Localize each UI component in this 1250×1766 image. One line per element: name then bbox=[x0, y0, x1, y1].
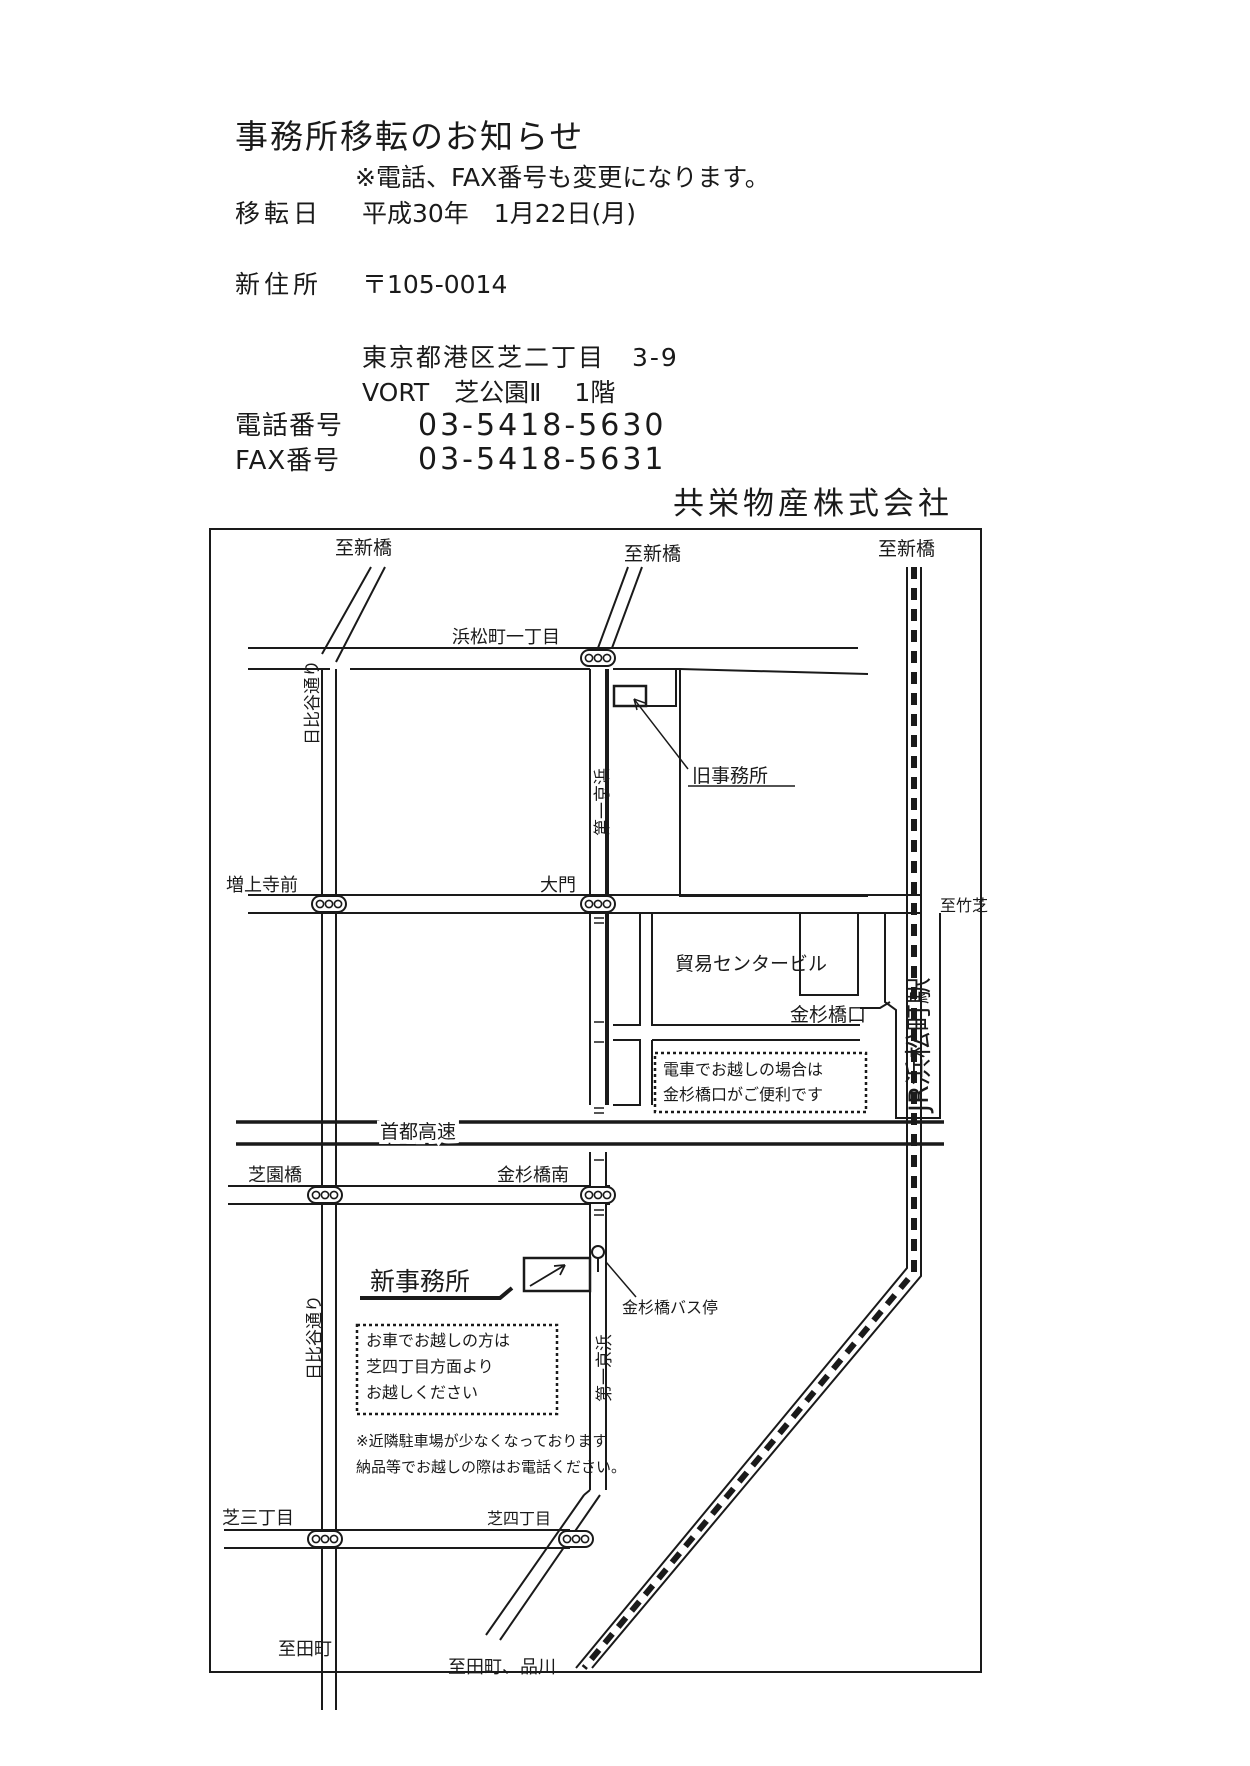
block-south bbox=[651, 1039, 860, 1105]
jr-railway-line bbox=[575, 567, 922, 1670]
notice-title: 事務所移転のお知らせ bbox=[235, 117, 585, 156]
traffic-signal-kanasugibashi-minami bbox=[580, 1186, 616, 1204]
label-car-note-line1: お車でお越しの方は bbox=[366, 1331, 510, 1350]
number-change-note: ※電話、FAX番号も変更になります。 bbox=[355, 163, 770, 192]
daiichi-keihin-road-lower bbox=[589, 1152, 607, 1490]
label-expressway: 首都高速 bbox=[380, 1121, 456, 1143]
train-note-box bbox=[653, 1051, 868, 1114]
label-to-tamachi-shinagawa: 至田町、品川 bbox=[448, 1657, 556, 1678]
label-shibazonobashi: 芝園橋 bbox=[248, 1165, 302, 1186]
new-office-arrow bbox=[529, 1264, 566, 1287]
label-hibiya-dori-lower: 日比谷通り bbox=[305, 1295, 325, 1380]
traffic-signal-shiba-3chome bbox=[307, 1530, 343, 1548]
bus-stop-pointer bbox=[605, 1261, 637, 1298]
label-car-note-line3: お越しください bbox=[366, 1383, 478, 1402]
label-car-note-line2: 芝四丁目方面より bbox=[366, 1357, 494, 1376]
label-to-takeshiba: 至竹芝 bbox=[940, 896, 988, 915]
block-narrow-lower bbox=[613, 1039, 641, 1106]
label-daimon: 大門 bbox=[540, 875, 576, 896]
bus-stop-icon bbox=[591, 1245, 605, 1259]
label-shiba-3chome: 芝三丁目 bbox=[222, 1508, 294, 1529]
label-jr-station: JR浜松町駅 bbox=[904, 977, 935, 1114]
label-new-office: 新事務所 bbox=[370, 1267, 470, 1296]
company-name: 共栄物産株式会社 bbox=[673, 486, 953, 522]
label-to-tamachi: 至田町 bbox=[278, 1639, 332, 1660]
label-bus-stop: 金杉橋バス停 bbox=[622, 1298, 718, 1317]
label-parking-note-line2: 納品等でお越しの際はお電話ください。 bbox=[356, 1458, 626, 1476]
jr-station-building bbox=[884, 913, 941, 1119]
map-frame bbox=[209, 528, 982, 1673]
label-train-note-line1: 電車でお越しの場合は bbox=[663, 1060, 823, 1079]
address-label: 新住所 bbox=[235, 270, 323, 299]
street-daimon bbox=[248, 894, 920, 914]
pedestrian-crossing-marks bbox=[594, 899, 604, 1216]
fax-number: 03-5418-5631 bbox=[418, 442, 667, 477]
phone-number: 03-5418-5630 bbox=[418, 408, 667, 443]
label-daiichi-keihin-lower: 第一京浜 bbox=[595, 1334, 615, 1402]
label-train-note-line2: 金杉橋口がご便利です bbox=[663, 1085, 823, 1104]
new-office-marker bbox=[522, 1256, 592, 1293]
kanasugibashi-exit-marker bbox=[860, 1001, 891, 1009]
block-trade-center bbox=[651, 913, 860, 1026]
phone-label: 電話番号 bbox=[235, 411, 344, 441]
label-kanasugibashi-minami: 金杉橋南 bbox=[497, 1165, 569, 1186]
label-kanasugibashi-exit: 金杉橋口 bbox=[790, 1004, 866, 1026]
fax-label: FAX番号 bbox=[235, 446, 341, 476]
label-trade-center: 貿易センタービル bbox=[675, 953, 827, 975]
postal-code: 〒105-0014 bbox=[362, 270, 508, 299]
old-office-block bbox=[613, 668, 677, 707]
street-hamamatsucho-1chome bbox=[248, 647, 869, 675]
label-hamamatsucho-1chome: 浜松町一丁目 bbox=[452, 627, 560, 648]
label-to-shinbashi-right: 至新橋 bbox=[878, 538, 935, 560]
label-to-shinbashi-left: 至新橋 bbox=[335, 537, 392, 559]
traffic-signal-hamamatsucho bbox=[580, 649, 616, 667]
label-to-shinbashi-center: 至新橋 bbox=[624, 543, 681, 565]
block-narrow-upper bbox=[613, 912, 641, 1026]
road-to-shinbashi-left bbox=[321, 566, 386, 663]
address-line-2: VORT 芝公園Ⅱ 1階 bbox=[362, 378, 616, 407]
daiichi-keihin-road-upper bbox=[589, 669, 609, 1105]
label-parking-note-line1: ※近隣駐車場が少なくなっております bbox=[356, 1432, 607, 1450]
label-shiba-4chome: 芝四丁目 bbox=[487, 1509, 551, 1528]
road-to-shinbashi-center bbox=[597, 566, 643, 649]
old-office-marker bbox=[612, 684, 648, 708]
label-zojoji-mae: 増上寺前 bbox=[226, 875, 298, 896]
traffic-signal-shibazonobashi bbox=[307, 1186, 343, 1204]
road-to-tamachi-shinagawa bbox=[485, 1489, 601, 1641]
traffic-signal-daimon bbox=[580, 895, 616, 913]
street-kanasugibashi-minami bbox=[228, 1185, 610, 1205]
move-date-label: 移転日 bbox=[235, 199, 323, 228]
label-hibiya-dori-upper: 日比谷通り bbox=[303, 660, 323, 745]
new-office-label-underline bbox=[360, 1286, 514, 1300]
move-date-value: 平成30年 1月22日(月) bbox=[362, 199, 637, 228]
traffic-signal-shiba-4chome bbox=[558, 1530, 594, 1548]
street-shiba-4chome bbox=[224, 1529, 570, 1549]
address-line-1: 東京都港区芝二丁目 3-9 bbox=[362, 343, 679, 372]
old-office-pointer bbox=[633, 698, 689, 770]
traffic-signal-zojoji bbox=[311, 895, 347, 913]
expressway-road bbox=[236, 1120, 944, 1146]
label-old-office: 旧事務所 bbox=[692, 765, 768, 787]
label-daiichi-keihin-upper: 第一京浜 bbox=[593, 768, 613, 836]
